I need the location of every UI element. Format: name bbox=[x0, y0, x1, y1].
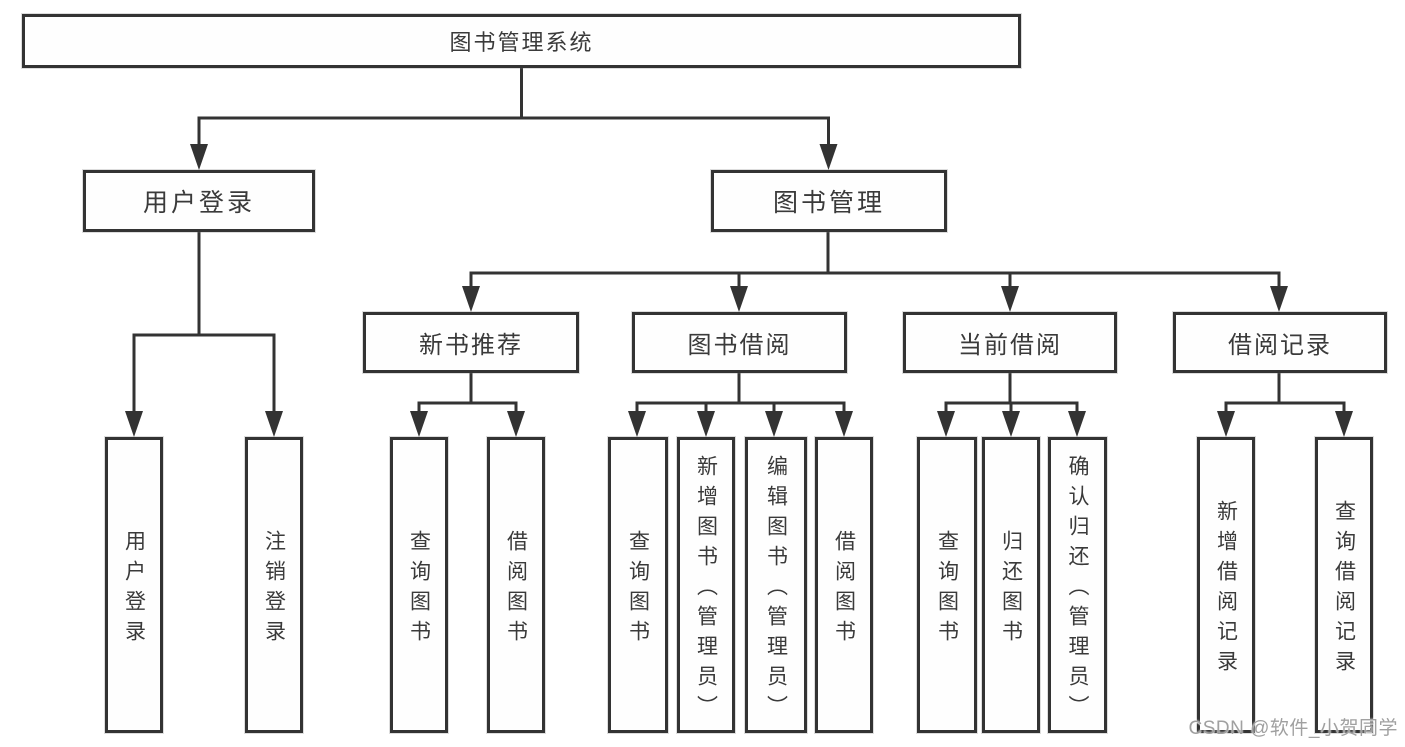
leaf-borrow-books-rec: 借阅图书 bbox=[487, 437, 545, 733]
leaf-query-books-borrow: 查询图书 bbox=[608, 437, 668, 733]
leaf-query-books-rec-label: 查询图书 bbox=[407, 529, 431, 650]
node-book-borrow-label: 图书借阅 bbox=[687, 332, 792, 359]
leaf-user-login-action: 用户登录 bbox=[105, 437, 163, 733]
leaf-logout-action-label: 注销登录 bbox=[262, 529, 286, 650]
node-borrow-record-label: 借阅记录 bbox=[1228, 332, 1332, 359]
node-book-borrow: 图书借阅 bbox=[632, 312, 847, 373]
leaf-add-borrow-record: 新增借阅记录 bbox=[1197, 437, 1255, 733]
connector-book-mgmt-children bbox=[462, 232, 1288, 312]
connector-user-login-children bbox=[125, 232, 283, 437]
node-root-system-label: 图书管理系统 bbox=[449, 30, 594, 55]
node-user-login-label: 用户登录 bbox=[142, 189, 255, 217]
leaf-return-books-label: 归还图书 bbox=[999, 529, 1023, 650]
leaf-borrow-books-rec-label: 借阅图书 bbox=[504, 529, 528, 650]
leaf-borrow-books-action: 借阅图书 bbox=[815, 437, 873, 733]
leaf-user-login-action-label: 用户登录 bbox=[122, 529, 146, 650]
leaf-query-borrow-record-label: 查询借阅记录 bbox=[1332, 499, 1356, 680]
node-book-mgmt: 图书管理 bbox=[711, 170, 947, 232]
leaf-return-books: 归还图书 bbox=[982, 437, 1040, 733]
connector-book-borrow-children bbox=[628, 373, 853, 437]
node-user-login: 用户登录 bbox=[83, 170, 315, 232]
node-new-book-rec-label: 新书推荐 bbox=[419, 332, 523, 359]
node-current-borrow: 当前借阅 bbox=[903, 312, 1117, 373]
leaf-edit-books-admin-label: 编辑图书（管理员） bbox=[764, 454, 788, 725]
node-book-mgmt-label: 图书管理 bbox=[772, 189, 885, 217]
connector-borrow-record-children bbox=[1217, 373, 1353, 437]
leaf-query-books-current: 查询图书 bbox=[917, 437, 977, 733]
csdn-watermark: CSDN @软件_小贺同学 bbox=[1188, 718, 1398, 739]
leaf-borrow-books-action-label: 借阅图书 bbox=[832, 529, 856, 650]
connector-new-book-rec-children bbox=[410, 373, 525, 437]
leaf-query-books-rec: 查询图书 bbox=[390, 437, 448, 733]
node-current-borrow-label: 当前借阅 bbox=[958, 332, 1062, 359]
leaf-query-books-borrow-label: 查询图书 bbox=[626, 529, 650, 650]
leaf-query-books-current-label: 查询图书 bbox=[935, 529, 959, 650]
leaf-query-borrow-record: 查询借阅记录 bbox=[1315, 437, 1373, 733]
leaf-confirm-return-admin: 确认归还（管理员） bbox=[1048, 437, 1107, 733]
connector-current-borrow-children bbox=[937, 373, 1086, 437]
connector-root-to-level2 bbox=[190, 68, 838, 170]
leaf-add-books-admin-label: 新增图书（管理员） bbox=[694, 454, 718, 725]
node-borrow-record: 借阅记录 bbox=[1173, 312, 1387, 373]
leaf-edit-books-admin: 编辑图书（管理员） bbox=[745, 437, 807, 733]
node-root-system: 图书管理系统 bbox=[22, 14, 1021, 68]
node-new-book-rec: 新书推荐 bbox=[363, 312, 579, 373]
leaf-add-books-admin: 新增图书（管理员） bbox=[677, 437, 735, 733]
leaf-confirm-return-admin-label: 确认归还（管理员） bbox=[1066, 454, 1089, 725]
leaf-add-borrow-record-label: 新增借阅记录 bbox=[1214, 499, 1238, 680]
leaf-logout-action: 注销登录 bbox=[245, 437, 303, 733]
